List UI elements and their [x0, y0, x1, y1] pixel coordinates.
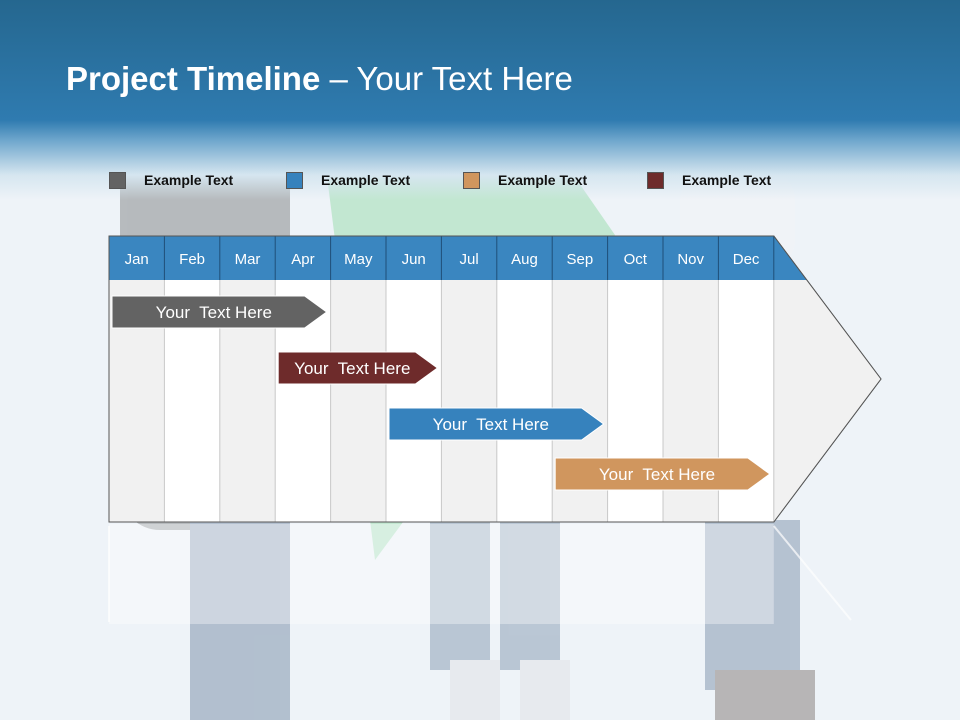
timeline-reflection — [109, 524, 774, 624]
month-label-may: May — [344, 251, 373, 268]
legend-label-3: Example Text — [498, 172, 588, 188]
background-person-middle — [430, 520, 570, 720]
month-label-jun: Jun — [402, 251, 426, 268]
task-label-2: Your Text Here — [294, 359, 410, 378]
title-main: Project Timeline — [66, 60, 321, 97]
month-column — [496, 280, 553, 522]
legend-swatch-1 — [109, 171, 126, 189]
task-label-1: Your Text Here — [156, 303, 272, 322]
month-label-apr: Apr — [291, 251, 314, 268]
task-bar-1 — [111, 295, 328, 329]
header-band — [0, 0, 960, 200]
task-label-3: Your Text Here — [433, 415, 549, 434]
legend-swatch-4 — [647, 171, 664, 189]
task-label-4: Your Text Here — [599, 465, 715, 484]
legend-swatch-2 — [286, 171, 303, 189]
timeline-reflection-edge — [773, 525, 852, 621]
legend-item-3: Example Text — [463, 170, 587, 190]
legend-swatch-3 — [463, 171, 480, 189]
month-label-oct: Oct — [624, 251, 648, 268]
page-title: Project Timeline – Your Text Here — [66, 60, 573, 104]
month-column — [441, 280, 497, 522]
month-label-nov: Nov — [677, 251, 704, 268]
month-column — [386, 280, 442, 522]
legend-label-2: Example Text — [321, 172, 411, 188]
arrow-head-column — [773, 280, 881, 522]
legend-item-2: Example Text — [286, 170, 410, 190]
title-suffix: – Your Text Here — [320, 60, 573, 97]
month-label-mar: Mar — [235, 251, 261, 268]
month-column — [330, 280, 386, 522]
month-label-feb: Feb — [179, 251, 205, 268]
task-bar-2 — [277, 351, 439, 385]
timeline-arrow-outline — [108, 235, 882, 523]
task-bar-3 — [388, 407, 605, 441]
month-label-jan: Jan — [125, 251, 149, 268]
task-bar-4 — [554, 457, 771, 491]
month-label-jul: Jul — [460, 251, 479, 268]
legend-label-1: Example Text — [144, 172, 234, 188]
legend-label-4: Example Text — [682, 172, 772, 188]
month-label-sep: Sep — [567, 251, 594, 268]
month-label-aug: Aug — [511, 251, 538, 268]
legend-item-1: Example Text — [109, 170, 233, 190]
month-label-dec: Dec — [733, 251, 760, 268]
month-header-bar — [109, 236, 807, 280]
legend-item-4: Example Text — [647, 170, 771, 190]
